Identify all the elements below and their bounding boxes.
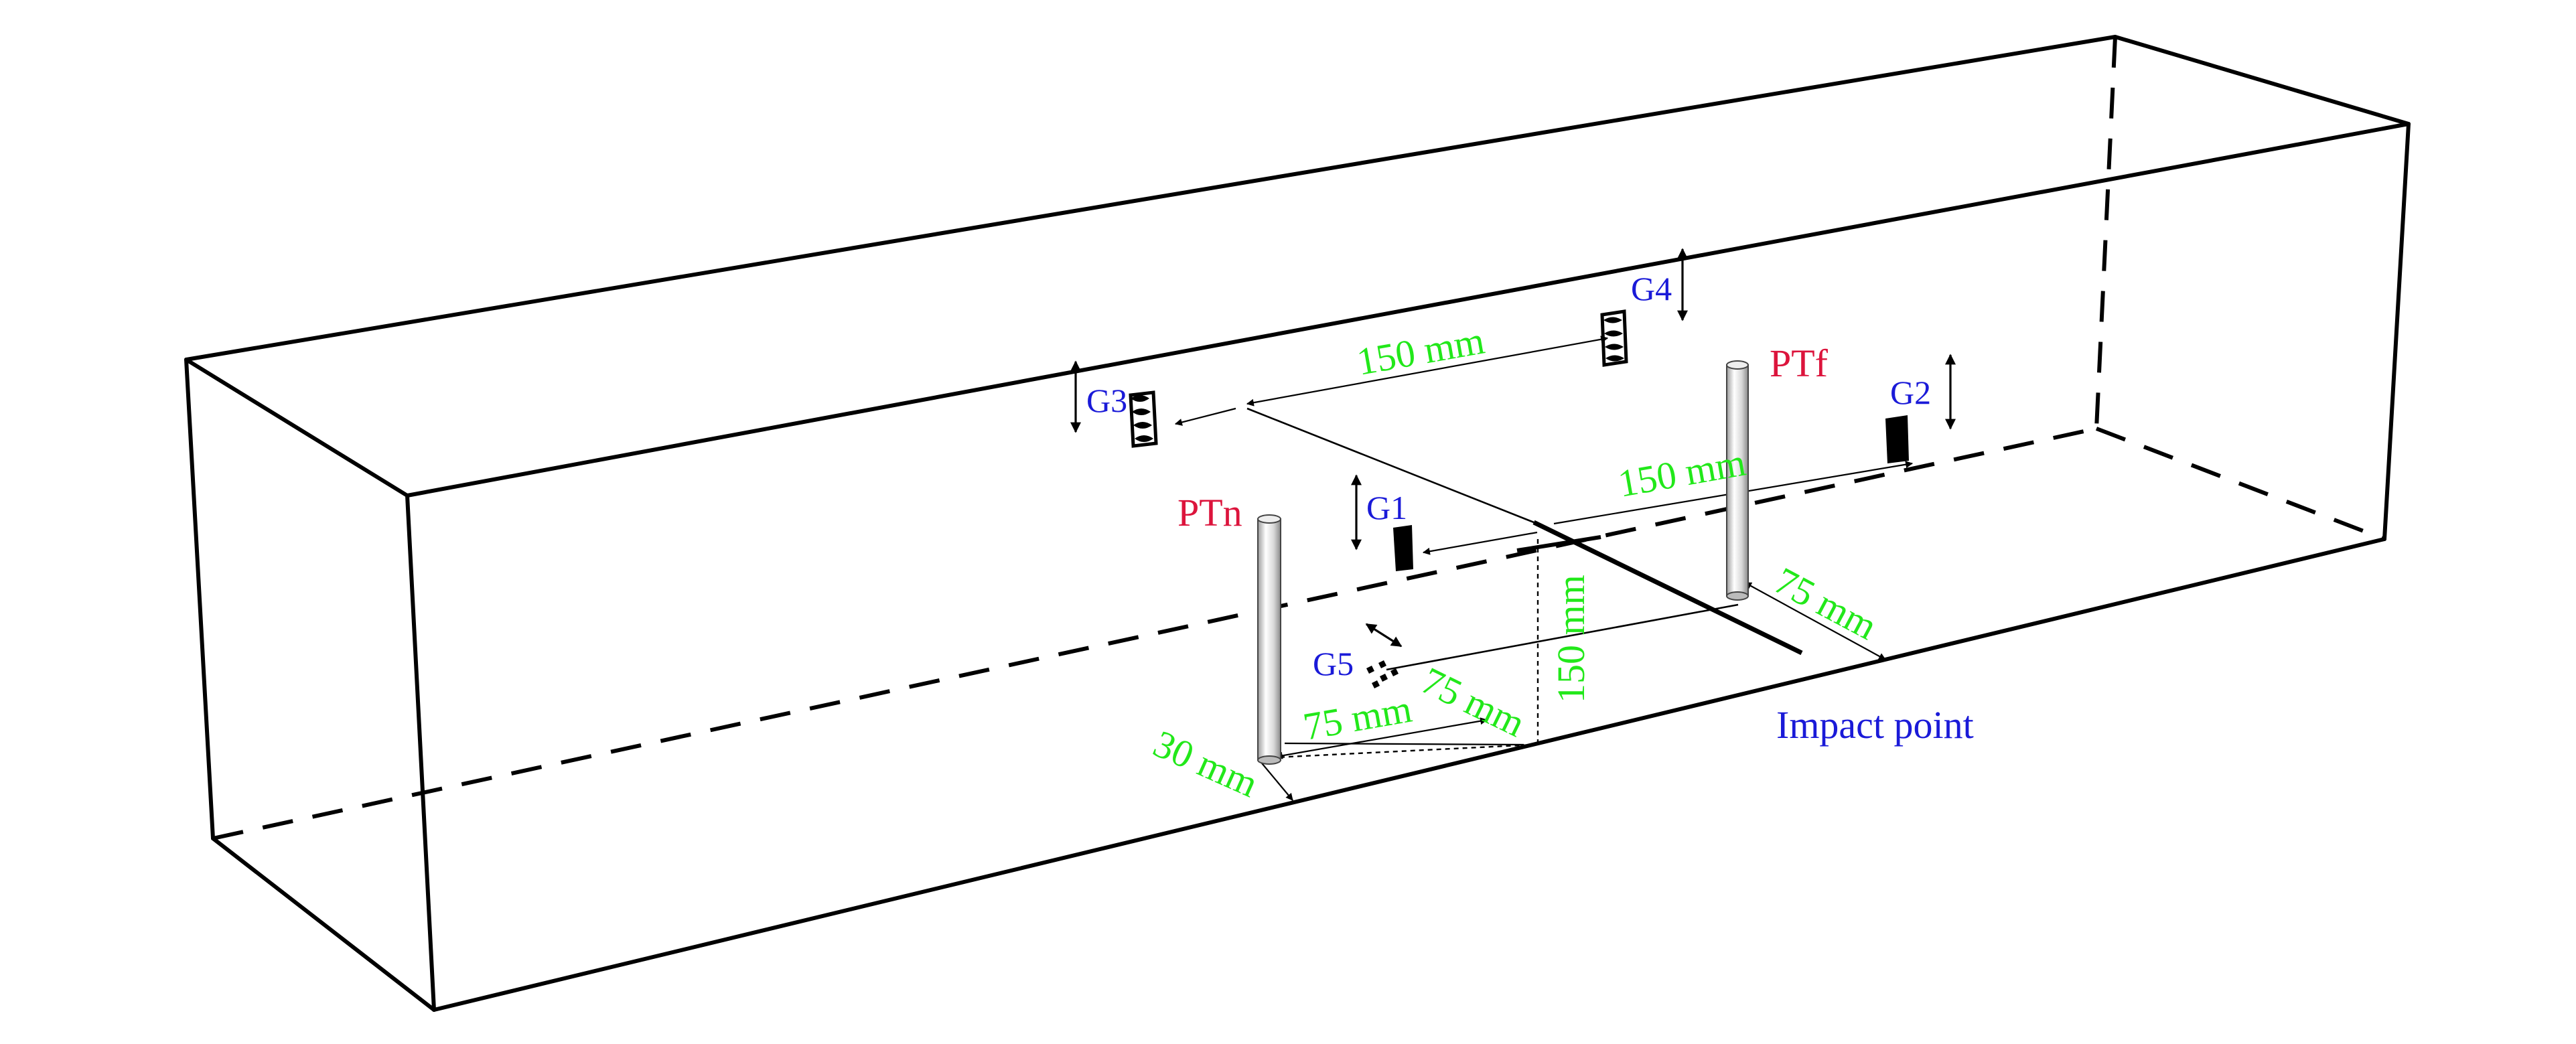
transducer-labels: PTn PTf bbox=[1177, 342, 1829, 534]
strain-gauge-g5-icon bbox=[1366, 660, 1399, 688]
dim-ptn-edge: 30 mm bbox=[1147, 721, 1265, 806]
strain-gauge-g4-icon bbox=[1600, 309, 1628, 367]
beam-outline bbox=[184, 35, 2411, 1012]
label-g1: G1 bbox=[1366, 489, 1407, 526]
pressure-transducer-ptf-icon bbox=[1726, 360, 1749, 601]
direction-arrows bbox=[1070, 248, 1956, 648]
label-g5: G5 bbox=[1313, 645, 1354, 682]
gauge-labels: G1 G2 G3 G4 G5 bbox=[1086, 270, 1931, 682]
dim-ptn-bottom: 75 mm bbox=[1300, 687, 1415, 749]
dim-g5-diag: 75 mm bbox=[1415, 658, 1532, 745]
measurement-lines bbox=[1174, 335, 1914, 801]
label-g2: G2 bbox=[1890, 374, 1931, 411]
strain-gauge-g2-icon bbox=[1885, 415, 1909, 463]
label-g3: G3 bbox=[1086, 382, 1127, 419]
label-ptf: PTf bbox=[1770, 342, 1829, 385]
label-g4: G4 bbox=[1631, 270, 1672, 307]
pressure-transducer-ptn-icon bbox=[1257, 514, 1281, 765]
impact-point-label: Impact point bbox=[1776, 703, 1974, 747]
strain-gauge-g1-icon bbox=[1393, 525, 1413, 571]
dim-vertical: 150 mm bbox=[1549, 575, 1593, 703]
label-ptn: PTn bbox=[1177, 491, 1242, 534]
strain-gauge-g3-icon bbox=[1129, 390, 1158, 448]
dim-ptf-edge: 75 mm bbox=[1768, 558, 1884, 648]
dim-g3-g4: 150 mm bbox=[1354, 318, 1488, 383]
